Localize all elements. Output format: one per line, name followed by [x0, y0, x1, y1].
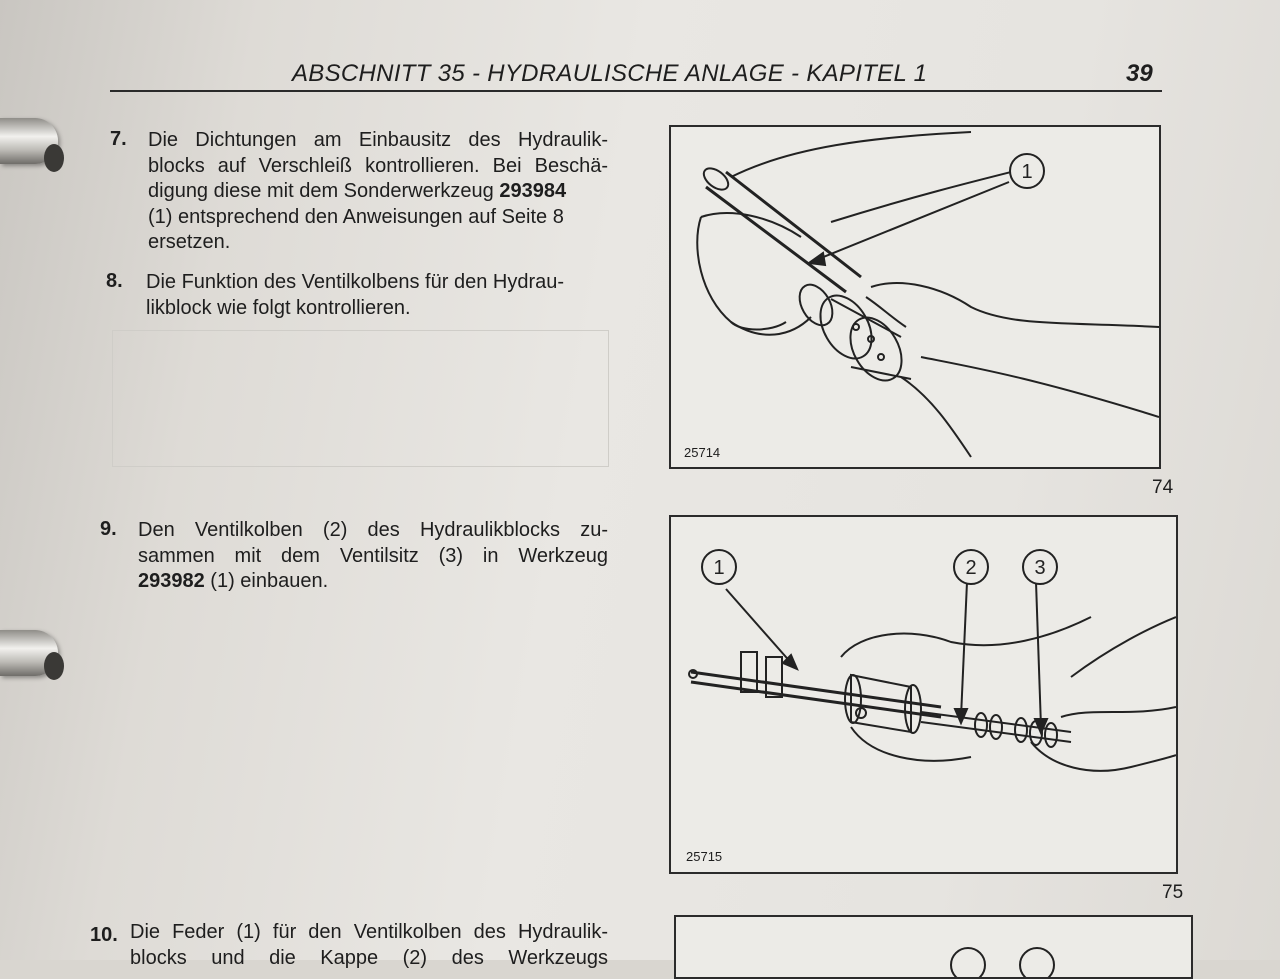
step-7-line-2: blocks auf Verschleiß kontrollieren. Bei…	[148, 154, 608, 177]
figure-75-illustration	[688, 581, 1176, 772]
step-7-line-3-text: digung diese mit dem Sonderwerkzeug	[148, 180, 494, 202]
step-7-text: Die Dichtungen am Einbausitz des Hydraul…	[148, 128, 608, 256]
figure-75-leader-2	[960, 581, 968, 718]
figure-75-leader-3	[1035, 581, 1042, 728]
figure-75-id: 25715	[686, 849, 723, 864]
figure-75-callout-2: 2	[953, 549, 989, 585]
step-7-line-3: digung diese mit dem Sonderwerkzeug 2939…	[148, 179, 608, 205]
step-8-number: 8.	[106, 270, 123, 292]
figure-74-callout-1: 1	[1009, 153, 1045, 189]
binder-hole-top	[44, 144, 64, 172]
step-10-number: 10.	[90, 924, 118, 946]
step-10-line-2: blocks und die Kappe (2) des Werkzeugs	[130, 946, 608, 969]
section-title: ABSCHNITT 35 - HYDRAULISCHE ANLAGE - KAP…	[292, 60, 928, 87]
figure-74-callout-1-label: 1	[1021, 161, 1032, 183]
page-number: 39	[1126, 60, 1153, 87]
figure-75-callout-1: 1	[701, 549, 737, 585]
tool-number-293984: 293984	[499, 180, 567, 202]
figure-75-frame: 1 2 3 25715	[669, 515, 1178, 874]
figure-75-leader-1	[725, 588, 794, 666]
step-7-line-4: (1) entsprechend den Anweisungen auf Sei…	[148, 205, 564, 228]
header-rule	[110, 90, 1162, 92]
step-9-line-2: sammen mit dem Ventilsitz (3) in Werkzeu…	[138, 544, 608, 567]
show-through-block	[112, 330, 609, 467]
step-8-line-2: likblock wie folgt kontrollieren.	[146, 296, 411, 319]
step-8-line-1: Die Funktion des Ventilkolbens für den H…	[146, 271, 565, 293]
step-7-number: 7.	[110, 128, 127, 150]
figure-76-frame	[674, 915, 1193, 979]
step-7-line-5: ersetzen.	[148, 231, 231, 253]
step-10-text: Die Feder (1) für den Ventilkolben des H…	[130, 920, 608, 971]
step-8-text: Die Funktion des Ventilkolbens für den H…	[146, 270, 608, 321]
figure-74-number: 74	[1152, 477, 1174, 498]
figure-74-callout-leader	[806, 181, 1010, 267]
figure-74-id: 25714	[684, 445, 721, 460]
step-9-line-1: Den Ventilkolben (2) des Hydraulikblocks…	[138, 519, 608, 541]
step-9-text: Den Ventilkolben (2) des Hydraulikblocks…	[138, 518, 608, 595]
figure-75-number: 75	[1162, 882, 1184, 903]
figure-75-callout-3-label: 3	[1034, 557, 1045, 579]
figure-74-frame: 1 25714	[669, 125, 1161, 469]
tool-number-293982: 293982	[138, 570, 205, 592]
figure-76-callouts-partial	[950, 947, 1055, 977]
step-9-line-3-text: (1) einbauen.	[204, 570, 329, 592]
figure-75-callout-2-label: 2	[965, 557, 976, 579]
step-9-number: 9.	[100, 518, 117, 540]
figure-75-callout-3: 3	[1022, 549, 1058, 585]
figure-74-illustration	[696, 131, 1159, 458]
figure-75-callout-1-label: 1	[713, 557, 724, 579]
binder-hole-bottom	[44, 652, 64, 680]
step-7-line-1: Die Dichtungen am Einbausitz des Hydraul…	[148, 129, 608, 151]
step-10-line-1: Die Feder (1) für den Ventilkolben des H…	[130, 921, 608, 943]
step-9-line-3: 293982 (1) einbauen.	[138, 569, 608, 595]
